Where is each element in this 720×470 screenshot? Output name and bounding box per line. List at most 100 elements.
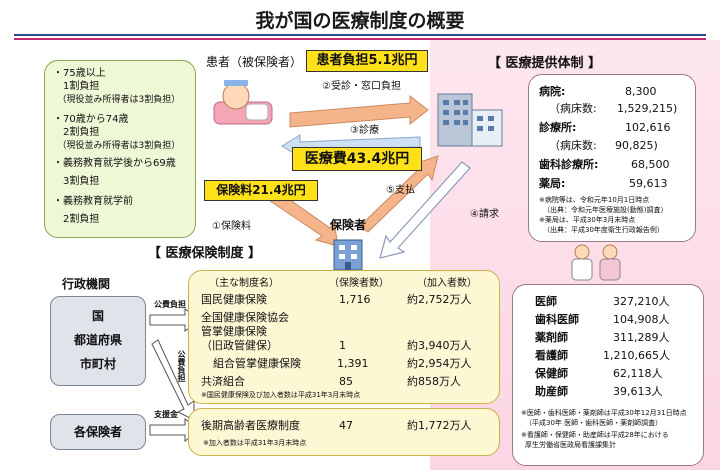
facility-value: 8,300 xyxy=(625,85,657,98)
facility-note: ※薬局は、平成30年3月末時点 xyxy=(539,216,636,224)
premium-badge: 保険料21.4兆円 xyxy=(204,180,318,201)
facility-label: 薬局: xyxy=(539,177,566,190)
staff-label: 看護師 xyxy=(535,349,568,362)
table-row-members: 約2,954万人 xyxy=(407,357,472,370)
facility-value: 102,616 xyxy=(625,121,671,134)
table-row-name: （旧政管健保） xyxy=(201,339,278,352)
table-row-insurers: 85 xyxy=(339,375,353,388)
hospital-icon xyxy=(430,88,510,150)
facility-value: 68,500 xyxy=(631,158,670,171)
table-row-name: 共済組合 xyxy=(201,375,245,388)
table-row-name: 組合管掌健康保険 xyxy=(213,357,301,370)
insurance-table-box: （主な制度名） （保険者数） （加入者数） 国民健康保険 1,716 約2,75… xyxy=(188,270,500,404)
facility-value: 59,613 xyxy=(629,177,668,190)
burden-note: （現役並み所得者は3割負担） xyxy=(53,141,181,151)
elderly-note: ※加入者数は平成31年3月末時点 xyxy=(203,439,307,447)
burden-note: ・75歳以上 xyxy=(53,68,106,79)
staff-value: 104,908人 xyxy=(613,313,670,326)
admin-box: 国 都道府県 市町村 xyxy=(50,296,146,386)
flow-treatment-label: ③診療 xyxy=(350,125,379,136)
arrow-claim xyxy=(379,161,471,259)
burden-note: 2割負担 xyxy=(53,127,100,138)
burden-note: （現役並み所得者は3割負担） xyxy=(53,95,181,105)
medical-staff-icon xyxy=(564,242,634,282)
insurer-building-icon xyxy=(330,236,366,272)
admin-line: 国 xyxy=(91,309,104,323)
staff-box: 医師 327,210人 歯科医師 104,908人 薬剤師 311,289人 看… xyxy=(512,284,704,466)
admin-line: 都道府県 xyxy=(73,333,122,347)
staff-note: ※医師・歯科医師・薬剤師は平成30年12月31日時点 xyxy=(521,409,687,417)
patient-label: 患者（被保険者） xyxy=(206,55,303,69)
table-row-name: 国民健康保険 xyxy=(201,293,267,306)
col-members-header: （加入者数） xyxy=(417,278,477,289)
insurer-label: 保険者 xyxy=(330,218,367,232)
table-row-members: 約2,752万人 xyxy=(407,293,472,306)
subsidy-label: 支援金 xyxy=(154,410,178,419)
facility-label: 診療所: xyxy=(539,121,577,134)
staff-label: 保健師 xyxy=(535,367,568,380)
table-row-name: 全国健康保険協会 xyxy=(201,311,289,324)
burden-notes-box: ・75歳以上 1割負担 （現役並み所得者は3割負担） ・70歳から74歳 2割負… xyxy=(44,60,196,238)
staff-value: 39,613人 xyxy=(613,385,663,398)
table-row-members: 約858万人 xyxy=(407,375,461,388)
flow-premium-label: ①保険料 xyxy=(212,221,251,232)
provision-heading: 【 医療提供体制 】 xyxy=(488,56,602,71)
facilities-box: 病院: 8,300 （病床数: 1,529,215) 診療所: 102,616 … xyxy=(528,74,696,242)
facility-label: 歯科診療所: xyxy=(539,158,599,171)
facility-label: 病院: xyxy=(539,85,566,98)
table-row-insurers: 1 xyxy=(339,339,346,352)
facility-label: （病床数: xyxy=(549,102,597,115)
arrow-consult xyxy=(289,94,429,128)
staff-value: 311,289人 xyxy=(613,331,670,344)
burden-note: 1割負担 xyxy=(53,81,100,92)
title-rule-blue xyxy=(14,34,706,36)
burden-note: ・義務教育就学前 xyxy=(53,196,133,207)
elderly-name: 後期高齢者医療制度 xyxy=(201,419,300,432)
public-burden-vertical-label: 公費負担 xyxy=(177,350,186,382)
title-rule-pink xyxy=(14,38,706,40)
public-burden-label: 公費負担 xyxy=(154,300,186,309)
facility-note: ※病院等は、令和元年10月1日時点 xyxy=(539,196,650,204)
insurance-heading: 【 医療保険制度 】 xyxy=(148,246,262,261)
staff-value: 1,210,665人 xyxy=(603,349,670,362)
arrow-public-burden-vertical xyxy=(151,339,195,421)
table-row-insurers: 1,391 xyxy=(337,357,369,370)
burden-note: 2割負担 xyxy=(53,214,100,225)
staff-label: 薬剤師 xyxy=(535,331,568,344)
flow-pay-label: ⑤支払 xyxy=(386,185,415,196)
facility-note: （出典：平成30年度衛生行政報告例） xyxy=(543,226,664,234)
staff-label: 助産師 xyxy=(535,385,568,398)
burden-note: ・70歳から74歳 xyxy=(53,114,129,125)
medical-cost-badge: 医療費43.4兆円 xyxy=(292,147,422,171)
staff-note: ※看護師・保健師・助産師は平成28年における xyxy=(521,431,669,439)
patient-burden-badge: 患者負担5.1兆円 xyxy=(306,50,428,72)
facility-value: 1,529,215) xyxy=(617,102,678,115)
facility-label: （病床数: xyxy=(549,139,597,152)
elderly-system-box: 後期高齢者医療制度 47 約1,772万人 ※加入者数は平成31年3月末時点 xyxy=(188,408,500,456)
flow-claim-label: ④請求 xyxy=(470,209,499,220)
elderly-members: 約1,772万人 xyxy=(407,419,472,432)
staff-value: 327,210人 xyxy=(613,295,670,308)
table-note: ※国民健康保険及び加入者数は平成31年3月末時点 xyxy=(201,391,361,399)
staff-label: 医師 xyxy=(535,295,557,308)
burden-note: 3割負担 xyxy=(53,176,100,187)
table-row-insurers: 1,716 xyxy=(339,293,371,306)
table-row-members: 約3,940万人 xyxy=(407,339,472,352)
staff-note: （平成30年 医師・歯科医師・薬剤師調査） xyxy=(525,419,663,427)
elderly-insurers: 47 xyxy=(339,419,353,432)
staff-value: 62,118人 xyxy=(613,367,663,380)
col-insurers-header: （保険者数） xyxy=(329,278,389,289)
col-system-header: （主な制度名） xyxy=(209,278,279,289)
staff-label: 歯科医師 xyxy=(535,313,579,326)
admin-line: 市町村 xyxy=(79,357,116,371)
each-insurer-box: 各保険者 xyxy=(50,414,146,450)
page-title: 我が国の医療制度の概要 xyxy=(255,10,465,32)
patient-icon xyxy=(212,74,274,128)
facility-note: （出典：令和元年医療施設(動態)調査） xyxy=(543,206,668,214)
admin-heading: 行政機関 xyxy=(62,277,111,291)
flow-consult-label: ②受診・窓口負担 xyxy=(322,81,401,92)
staff-note: 厚生労働省医政局看護課集計 xyxy=(525,441,616,449)
facility-value: 90,825) xyxy=(615,139,658,152)
